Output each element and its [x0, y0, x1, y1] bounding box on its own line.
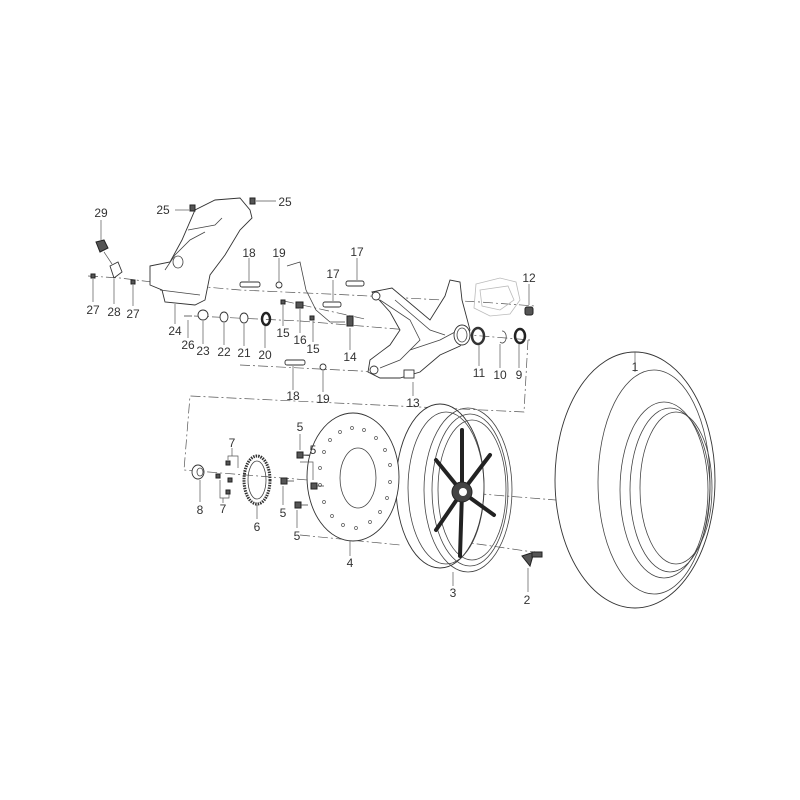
callout-11-bearing: 11 [472, 366, 486, 380]
tire-drawing [554, 351, 716, 609]
rear-fender-drawing [149, 197, 276, 324]
callout-15-screw: 15 [276, 326, 290, 340]
tone-ring-drawing [242, 454, 272, 519]
callout-17-bolt: 17 [326, 267, 340, 281]
callout-17-bolt: 17 [350, 245, 364, 259]
callout-20-oil-seal: 20 [258, 348, 272, 362]
left-hub-parts [184, 309, 272, 348]
callout-5-disc-bolt: 5 [279, 506, 287, 520]
callout-5-disc-bolt: 5 [296, 420, 304, 434]
callout-12-bushing: 12 [522, 271, 536, 285]
callout-22-spacer: 22 [217, 345, 231, 359]
brake-disc-drawing [306, 412, 400, 556]
callout-18-pivot-bolt: 18 [286, 389, 300, 403]
callout-6-tone-ring: 6 [253, 520, 261, 534]
callout-29-clamp: 29 [94, 206, 108, 220]
callout-2-valve: 2 [523, 593, 531, 607]
callout-15-screw: 15 [306, 342, 320, 356]
right-side-bearing-parts [470, 284, 534, 368]
callout-14-sensor-bracket: 14 [343, 350, 357, 364]
callout-1-tire: 1 [631, 360, 639, 374]
caliper-ghost-drawing [473, 277, 521, 317]
callout-3-rim: 3 [449, 586, 457, 600]
wheel-rim-drawing [395, 403, 513, 586]
pivot-side-parts [239, 258, 365, 392]
callout-8-axle-nut: 8 [196, 503, 204, 517]
valve-drawing [521, 551, 543, 592]
callout-16-clip: 16 [293, 333, 307, 347]
clamp-and-bracket-parts [90, 220, 136, 306]
callout-24-rear-fender: 24 [168, 324, 182, 338]
callout-18-pivot-bolt: 18 [242, 246, 256, 260]
callout-4-brake-disc: 4 [346, 556, 354, 570]
callout-19-washer: 19 [316, 392, 330, 406]
callout-7-ring-bolt: 7 [219, 502, 227, 516]
callout-13-swingarm: 13 [406, 396, 420, 410]
swingarm-drawing [367, 279, 471, 396]
callout-7-ring-bolt: 7 [228, 436, 236, 450]
callout-26-pin: 26 [181, 338, 195, 352]
callout-27-screw: 27 [86, 303, 100, 317]
callout-21-bearing: 21 [237, 346, 251, 360]
callout-10-circlip: 10 [493, 368, 507, 382]
disc-bolts [280, 434, 324, 528]
callout-5-disc-bolt: 5 [293, 529, 301, 543]
callout-9-oil-seal: 9 [515, 368, 523, 382]
callout-5-disc-bolt: 5 [309, 443, 317, 457]
callout-27-screw: 27 [126, 307, 140, 321]
ring-bolts [215, 448, 239, 503]
callout-25-fender-bolt: 25 [156, 203, 170, 217]
axle-nut-drawing [191, 464, 205, 502]
callout-19-washer: 19 [272, 246, 286, 260]
callout-23-nut: 23 [196, 344, 210, 358]
callout-28-bracket: 28 [107, 305, 121, 319]
callout-25-fender-bolt: 25 [278, 195, 292, 209]
